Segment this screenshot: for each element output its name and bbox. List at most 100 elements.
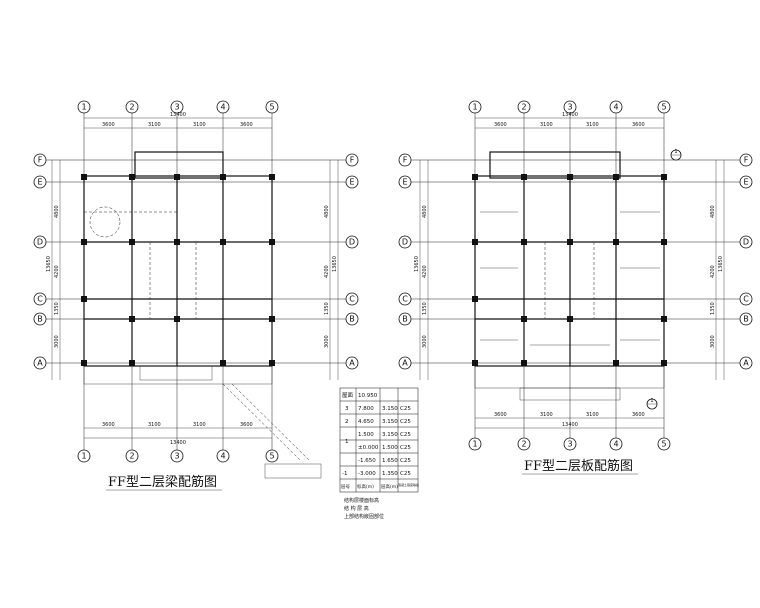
section-marker-1: 1 1 <box>646 149 682 410</box>
dim-segment: 3100 <box>148 422 161 428</box>
table-cell: 3.150 <box>382 432 398 438</box>
axis-label: 4 <box>613 103 618 112</box>
axis-label: 3 <box>567 440 572 449</box>
right-dims-right: 13650 4800 4200 1350 3000 <box>710 160 725 380</box>
axis-label: F <box>744 156 749 165</box>
axis-label: C <box>349 295 355 304</box>
axis-label: A <box>37 359 43 368</box>
left-gridlines <box>46 113 346 450</box>
right-axis-top: 1 2 3 4 5 <box>468 100 671 114</box>
dim-total: 13650 <box>718 256 724 272</box>
table-cell: C25 <box>400 406 411 412</box>
dim-total: 13650 <box>414 256 420 272</box>
dim-segment: 4800 <box>324 205 330 218</box>
table-header: 层高(m) <box>381 483 398 490</box>
dim-segment: 4200 <box>54 265 60 278</box>
table-cell: -1.650 <box>358 458 376 464</box>
dim-segment: 3100 <box>540 122 553 128</box>
table-cell: 3 <box>345 406 349 412</box>
dim-segment: 3000 <box>710 335 716 348</box>
axis-label: 2 <box>521 440 526 449</box>
right-gridlines <box>411 113 740 450</box>
axis-label: C <box>37 295 43 304</box>
table-header: 层号 <box>341 484 350 490</box>
dim-total: 13400 <box>170 112 186 118</box>
table-cell: 10.950 <box>358 393 378 399</box>
axis-label: B <box>402 315 408 324</box>
axis-label: B <box>743 315 749 324</box>
left-plan-title: FF型二层梁配筋图 <box>108 474 217 490</box>
right-dims-bottom: 3600 3100 3100 3600 13400 <box>475 412 664 429</box>
table-note: 上部结构嵌固部位 <box>344 513 384 520</box>
table-cell: 7.800 <box>358 406 374 412</box>
table-cell: -1 <box>342 471 347 477</box>
dim-segment: 3600 <box>632 412 645 418</box>
axis-label: 5 <box>269 452 274 461</box>
axis-label: B <box>349 315 355 324</box>
axis-label: E <box>349 178 354 187</box>
right-axis-left: F E D C B A <box>398 153 412 370</box>
axis-label: D <box>37 238 43 247</box>
table-header: 标高(m) <box>357 483 374 490</box>
table-cell: 屋面 <box>342 392 354 399</box>
right-columns <box>472 174 667 366</box>
axis-label: B <box>37 315 43 324</box>
table-cell: C25 <box>400 419 411 425</box>
table-cell: C25 <box>400 432 411 438</box>
dim-segment: 3600 <box>632 122 645 128</box>
table-cell: 4.650 <box>358 419 374 425</box>
dim-segment: 4200 <box>710 265 716 278</box>
dim-total: 13400 <box>562 422 578 428</box>
dim-segment: 3600 <box>240 122 253 128</box>
left-dims-left: 13650 4800 4200 1350 3000 <box>46 160 61 380</box>
left-plan-beam-reinforcement: 1 2 3 4 5 13400 3600 3100 3100 3600 F E … <box>33 100 359 491</box>
table-cell: 3.150 <box>382 419 398 425</box>
left-axis-bottom: 1 2 3 4 5 <box>77 449 279 463</box>
dim-segment: 4200 <box>324 265 330 278</box>
dim-segment: 1350 <box>710 302 716 315</box>
table-cell: 3.150 <box>382 406 398 412</box>
axis-label: 3 <box>174 452 179 461</box>
dim-segment: 3000 <box>54 335 60 348</box>
axis-label: F <box>403 156 408 165</box>
table-note: 结构层楼面标高 <box>344 497 379 504</box>
dim-segment: 4800 <box>54 205 60 218</box>
dim-segment: 3100 <box>540 412 553 418</box>
right-plan-slab-reinforcement: 1 2 3 4 5 13400 3600 3100 3100 3600 F E … <box>398 100 753 475</box>
axis-label: D <box>743 238 749 247</box>
axis-label: E <box>743 178 748 187</box>
dim-segment: 3100 <box>586 122 599 128</box>
dim-segment: 3100 <box>586 412 599 418</box>
axis-label: 2 <box>129 452 134 461</box>
dim-segment: 3600 <box>102 122 115 128</box>
axis-label: A <box>349 359 355 368</box>
dim-segment: 3600 <box>494 412 507 418</box>
table-cell: C25 <box>400 445 411 451</box>
table-cell: -3.000 <box>358 471 376 477</box>
axis-label: 1 <box>472 103 477 112</box>
right-plan-title: FF型二层板配筋图 <box>524 458 633 474</box>
right-axis-right: F E D C B A <box>739 153 753 370</box>
table-cell: 2 <box>345 419 349 425</box>
axis-label: 1 <box>81 452 86 461</box>
left-axis-left: F E D C B A <box>33 153 47 370</box>
axis-label: 3 <box>567 103 572 112</box>
axis-label: E <box>37 178 42 187</box>
dim-segment: 3600 <box>240 422 253 428</box>
table-cell: 1 <box>345 439 349 445</box>
left-axis-right: F E D C B A <box>345 153 359 370</box>
axis-label: 4 <box>220 103 225 112</box>
axis-label: 2 <box>129 103 134 112</box>
axis-label: A <box>743 359 749 368</box>
axis-label: C <box>402 295 408 304</box>
table-cell: 1.350 <box>382 471 398 477</box>
right-dims-left: 13650 4800 4200 1350 3000 <box>414 160 429 380</box>
dim-segment: 4800 <box>422 205 428 218</box>
dim-segment: 4800 <box>710 205 716 218</box>
dim-segment: 3600 <box>102 422 115 428</box>
left-dims-top: 13400 3600 3100 3100 3600 <box>84 112 272 129</box>
section-marker-label: 1 <box>650 398 653 404</box>
axis-label: 4 <box>220 452 225 461</box>
axis-label: A <box>402 359 408 368</box>
